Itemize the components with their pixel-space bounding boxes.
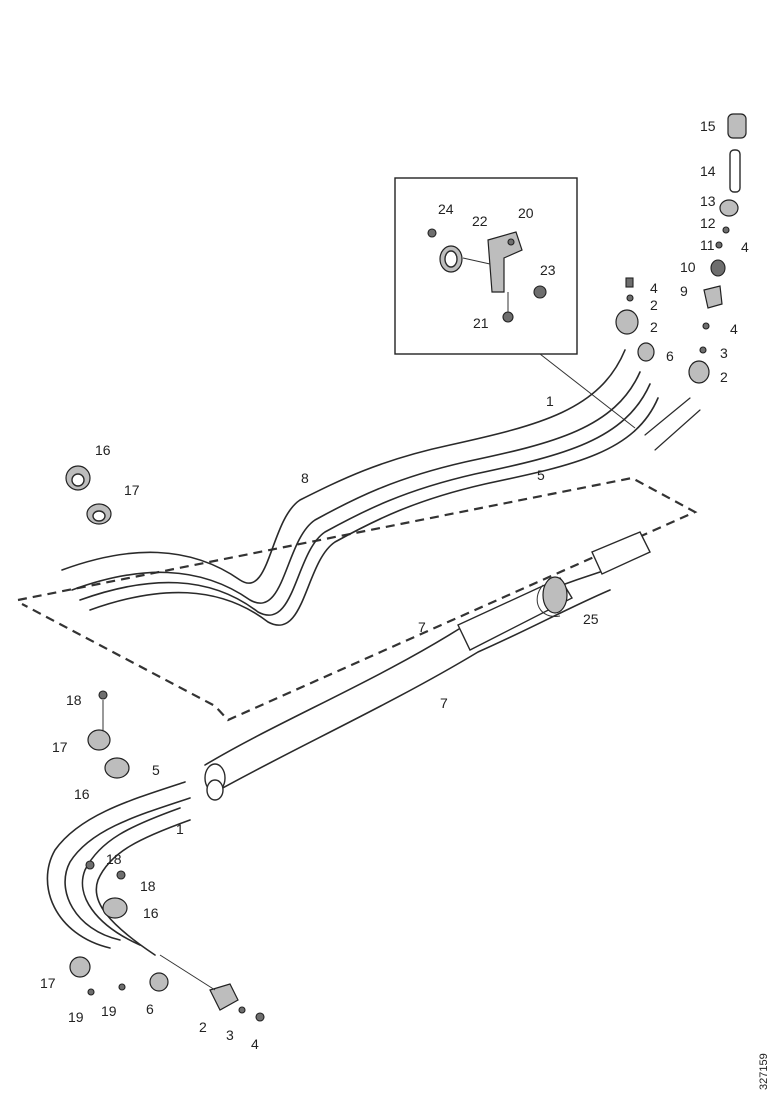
nut-19a — [87, 988, 95, 996]
nut-23 — [533, 285, 547, 299]
detail-inset — [394, 177, 636, 429]
part-11 — [715, 241, 723, 249]
fittings-column — [615, 113, 747, 384]
label-2d: 2 — [199, 1019, 207, 1035]
bolt-18c — [116, 870, 126, 880]
part-2b — [615, 309, 639, 335]
part-14 — [729, 149, 741, 193]
rear-tube — [591, 531, 651, 575]
label-10: 10 — [680, 259, 696, 275]
label-17b: 17 — [52, 739, 68, 755]
label-25: 25 — [583, 611, 599, 627]
part-4a — [625, 277, 634, 288]
label-4a: 4 — [650, 280, 658, 296]
part-10 — [710, 259, 726, 277]
label-2c: 2 — [720, 369, 728, 385]
clamp-25 — [542, 576, 568, 614]
label-6a: 6 — [666, 348, 674, 364]
label-18a: 18 — [66, 692, 82, 708]
middle-pipes — [204, 531, 651, 801]
label-4c: 4 — [730, 321, 738, 337]
lower-pipes — [46, 781, 191, 956]
bolt-24 — [427, 228, 437, 238]
part-2c — [688, 360, 710, 384]
part-3a — [238, 1006, 246, 1014]
label-3a: 3 — [226, 1027, 234, 1043]
part-15 — [727, 113, 747, 139]
label-1a: 1 — [546, 393, 554, 409]
label-12: 12 — [700, 215, 716, 231]
label-13: 13 — [700, 193, 716, 209]
label-20: 20 — [518, 205, 534, 221]
label-17a: 17 — [124, 482, 140, 498]
bracket-20 — [487, 231, 523, 293]
label-16a: 16 — [95, 442, 111, 458]
part-2a — [626, 294, 634, 302]
label-2a: 2 — [650, 297, 658, 313]
label-5a: 5 — [537, 467, 545, 483]
label-18b: 18 — [106, 851, 122, 867]
upper-pipes — [61, 349, 701, 626]
part-4c — [702, 322, 710, 330]
clamp-17c — [69, 956, 91, 978]
nut-19b — [118, 983, 126, 991]
part-13 — [719, 199, 739, 217]
clamps-upper-left — [65, 465, 112, 525]
washer-21 — [502, 311, 514, 323]
label-23: 23 — [540, 262, 556, 278]
label-15: 15 — [700, 118, 716, 134]
label-2b: 2 — [650, 319, 658, 335]
figure-reference: 327159 — [758, 1053, 770, 1090]
label-4d: 4 — [251, 1036, 259, 1052]
label-4b: 4 — [741, 239, 749, 255]
label-24: 24 — [438, 201, 454, 217]
part-4d — [255, 1012, 265, 1022]
label-16c: 16 — [143, 905, 159, 921]
clamp-17b — [87, 729, 111, 751]
label-9: 9 — [680, 283, 688, 299]
label-5b: 5 — [152, 762, 160, 778]
part-2d — [209, 983, 239, 1011]
part-9 — [703, 285, 723, 309]
label-11: 11 — [700, 237, 715, 253]
clamp-16b — [104, 757, 130, 779]
label-17c: 17 — [40, 975, 56, 991]
label-16b: 16 — [74, 786, 90, 802]
label-8: 8 — [301, 470, 309, 486]
clamp-16c — [102, 897, 128, 919]
label-3b: 3 — [720, 345, 728, 361]
label-19a: 19 — [68, 1009, 84, 1025]
part-6b — [149, 972, 169, 992]
part-6a — [637, 342, 655, 362]
label-6b: 6 — [146, 1001, 154, 1017]
bolt-18b — [85, 860, 95, 870]
callout-labels: 15 14 13 12 11 10 9 4 3 2 4 2 2 6 24 22 … — [40, 118, 749, 1052]
part-12 — [722, 226, 730, 234]
clamps-lower-left — [69, 690, 265, 1022]
label-14: 14 — [700, 163, 716, 179]
dashed-outline — [17, 476, 698, 722]
label-7a: 7 — [418, 619, 426, 635]
bolt-18a — [98, 690, 108, 700]
label-22: 22 — [472, 213, 488, 229]
part-3b — [699, 346, 707, 354]
label-1b: 1 — [176, 821, 184, 837]
label-19b: 19 — [101, 1003, 117, 1019]
label-18c: 18 — [140, 878, 156, 894]
label-7b: 7 — [440, 695, 448, 711]
label-21: 21 — [473, 315, 489, 331]
